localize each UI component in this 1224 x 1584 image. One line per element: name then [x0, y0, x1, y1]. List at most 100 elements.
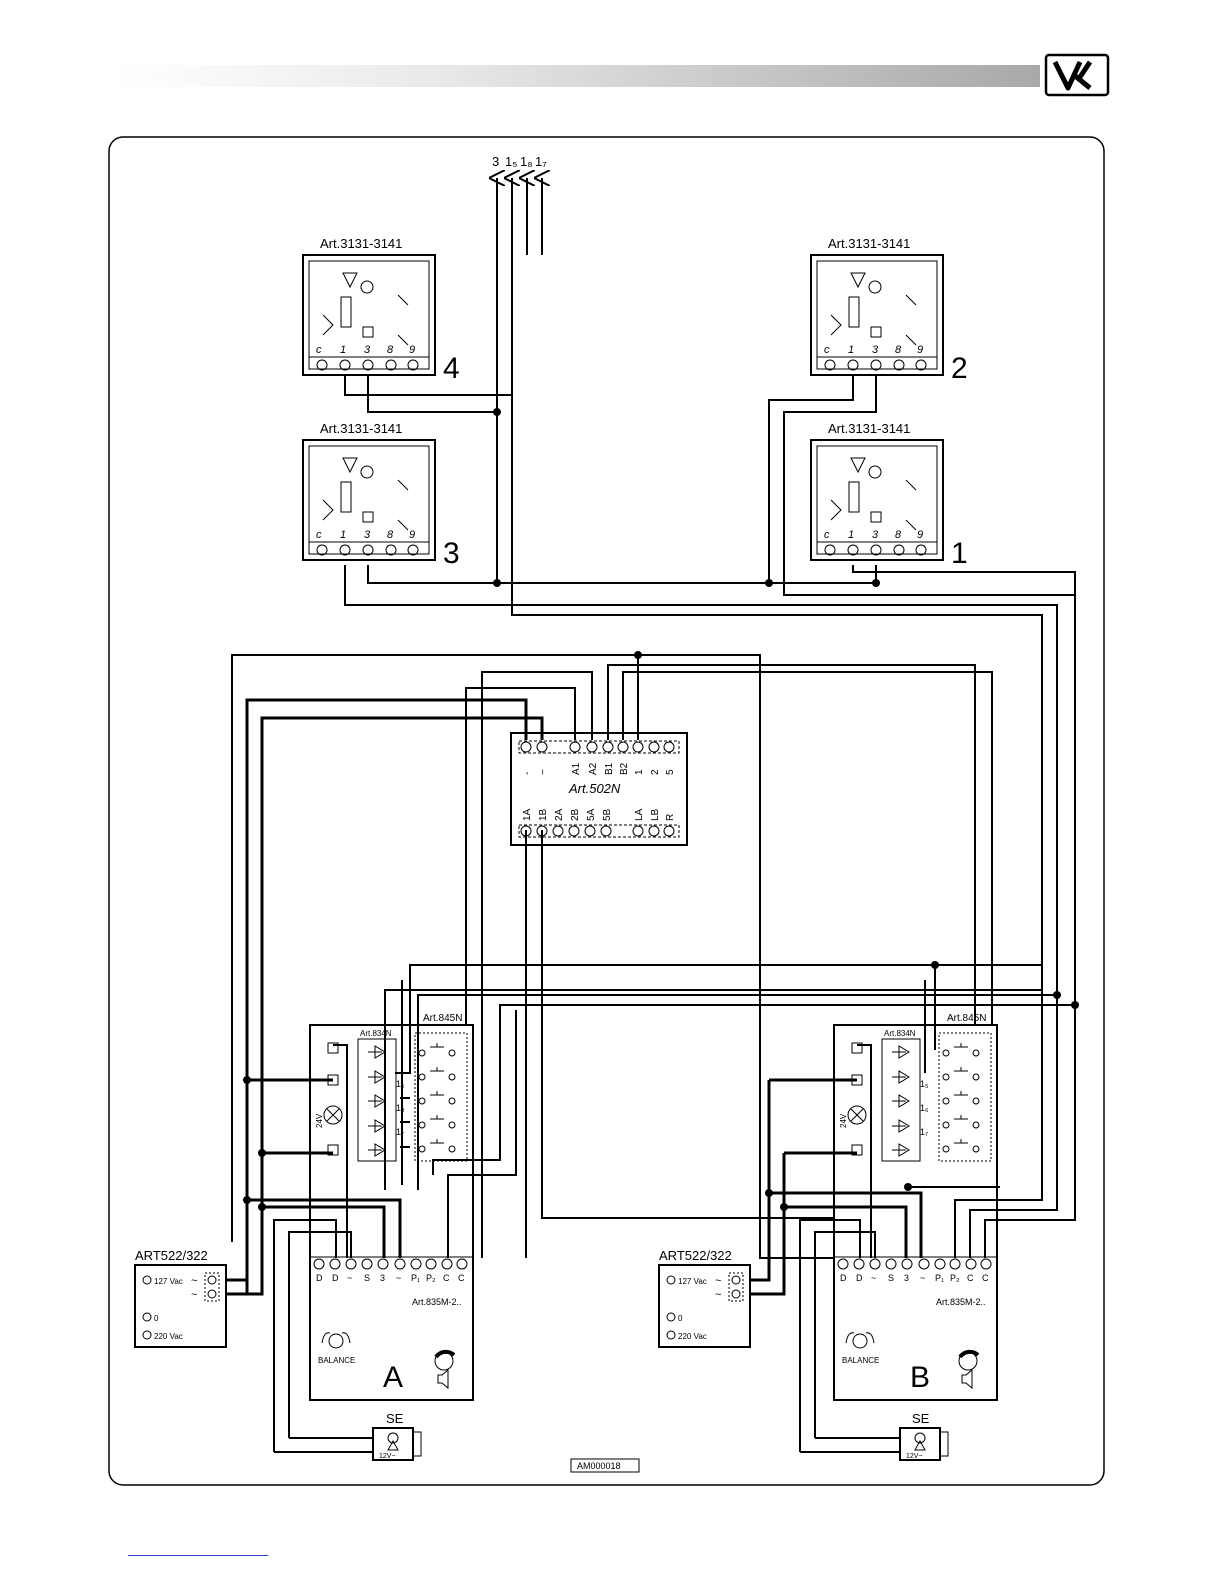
drawing-code-box: AM000018: [570, 1458, 640, 1473]
terminal-label: D: [840, 1273, 847, 1283]
terminal-label: B2: [619, 762, 630, 775]
terminal-label: 9: [917, 344, 923, 356]
monitor-number: 4: [443, 352, 460, 385]
riser-label: 1₅: [505, 154, 517, 169]
header-gradient-bar: [115, 65, 1040, 87]
terminal-label: 1: [634, 769, 645, 775]
monitor-number: 3: [443, 537, 460, 570]
terminal-label: LB: [650, 808, 661, 821]
drawing-code: AM000018: [577, 1461, 621, 1471]
module-834-label: Art.834N: [360, 1029, 392, 1038]
terminal-label: C: [967, 1273, 974, 1283]
module-845-label: Art.845N: [947, 1013, 986, 1024]
terminal-label: C: [982, 1273, 989, 1283]
diagram-frame: [108, 136, 1105, 1486]
terminal-label: ~: [871, 1273, 876, 1283]
call-line-label: 1₅: [396, 1079, 405, 1089]
terminal-label: ~: [396, 1273, 401, 1283]
vx-logo: VX: [1044, 53, 1110, 97]
module-845-label: Art.845N: [423, 1013, 462, 1024]
monitor-model-label: Art.3131-3141: [320, 421, 402, 436]
electric-lock-b: SE 12V~: [899, 1411, 949, 1461]
distributor-502n: - ~ A1 A2 B1 B2 1 2 5 Art.502N 1A 1B 2A …: [510, 732, 688, 846]
terminal-label: 1: [340, 529, 346, 541]
distributor-model: Art.502N: [568, 781, 621, 796]
terminal-label: B1: [604, 762, 615, 775]
psu-label: 0: [154, 1314, 159, 1323]
terminal-label: 3: [364, 529, 371, 541]
terminal-label: S: [364, 1273, 370, 1283]
terminal-label: 8: [387, 344, 394, 356]
module-834-label: Art.834N: [884, 1029, 916, 1038]
riser-group: 3 1₅ 1₈ 1₇: [492, 154, 547, 415]
psu-label: 0: [678, 1314, 683, 1323]
psu-model-label: ART522/322: [135, 1248, 208, 1263]
terminal-label: P₂: [950, 1273, 960, 1283]
psu-ac-symbol: ~: [715, 1289, 721, 1301]
terminal-label: 3: [904, 1273, 909, 1283]
terminal-label: ~: [538, 769, 549, 775]
terminal-label: D: [856, 1273, 863, 1283]
terminal-label: S: [888, 1273, 894, 1283]
terminal-label: c: [824, 529, 830, 541]
terminal-label: c: [824, 344, 830, 356]
call-line-label: 1₆: [920, 1103, 929, 1113]
terminal-label: C: [443, 1273, 450, 1283]
power-supply-a: ART522/322 127 Vac 0 220 Vac ~ ~: [134, 1248, 227, 1348]
speaker-icon: [961, 1368, 973, 1390]
psu-label: 127 Vac: [154, 1277, 183, 1286]
terminal-label: 2A: [554, 808, 565, 821]
terminal-label: 3: [872, 529, 879, 541]
terminal-label: 1: [848, 529, 854, 541]
lock-icon: [387, 1432, 399, 1451]
top-terminal-row: [520, 741, 675, 753]
terminal-label: 3: [364, 344, 371, 356]
psu-label: 127 Vac: [678, 1277, 707, 1286]
terminal-label: 9: [409, 344, 415, 356]
amp-model-label: Art.835M-2..: [412, 1297, 462, 1307]
riser-label: 3: [492, 154, 499, 169]
terminal-label: 5B: [602, 808, 613, 821]
monitor-2: Art.3131-3141 c 1 3 8 9 2: [810, 236, 968, 385]
terminal-label: 3: [872, 344, 879, 356]
terminal-label: 1: [848, 344, 854, 356]
terminal-label: ~: [347, 1273, 352, 1283]
panel-a: Art.845N Art.834N 24V 1₅ 1₈ 1₇: [309, 1013, 474, 1401]
monitor-3: Art.3131-3141 c 1 3 8 9 3: [302, 421, 460, 570]
terminal-label: 2: [650, 769, 661, 775]
panel-letter: B: [910, 1361, 930, 1394]
psu-ac-symbol: ~: [191, 1289, 197, 1301]
terminal-label: P₁: [411, 1273, 420, 1283]
psu-ac-symbol: ~: [715, 1275, 721, 1287]
monitor-number: 2: [951, 352, 968, 385]
terminal-label: -: [522, 772, 533, 775]
lamp-voltage-label: 24V: [315, 1113, 324, 1128]
lock-voltage: 12V~: [379, 1453, 396, 1460]
terminal-label: D: [316, 1273, 323, 1283]
footer-link-underline: [128, 1555, 268, 1556]
terminal-label: ~: [920, 1273, 925, 1283]
microphone-icon: [958, 1349, 980, 1371]
terminal-label: c: [316, 529, 322, 541]
terminal-label: D: [332, 1273, 339, 1283]
call-line-label: 1₇: [396, 1127, 404, 1137]
terminal-label: 1A: [522, 808, 533, 821]
monitor-4: Art.3131-3141 c 1 3 8 9 4: [302, 236, 460, 385]
terminal-label: A2: [588, 762, 599, 775]
lock-icon: [914, 1432, 926, 1451]
lock-label: SE: [912, 1411, 930, 1426]
balance-label: BALANCE: [842, 1356, 879, 1365]
terminal-label: c: [316, 344, 322, 356]
psu-ac-symbol: ~: [191, 1275, 197, 1287]
lamp-voltage-label: 24V: [839, 1113, 848, 1128]
terminal-label: 8: [895, 344, 902, 356]
speaker-icon: [437, 1368, 449, 1390]
call-line-label: 1₅: [920, 1079, 929, 1089]
terminal-label: 1B: [538, 808, 549, 821]
terminal-label: 9: [409, 529, 415, 541]
distributor-wiring: [231, 651, 993, 1295]
lock-label: SE: [386, 1411, 404, 1426]
terminal-label: 8: [387, 529, 394, 541]
panel-letter: A: [383, 1361, 403, 1394]
